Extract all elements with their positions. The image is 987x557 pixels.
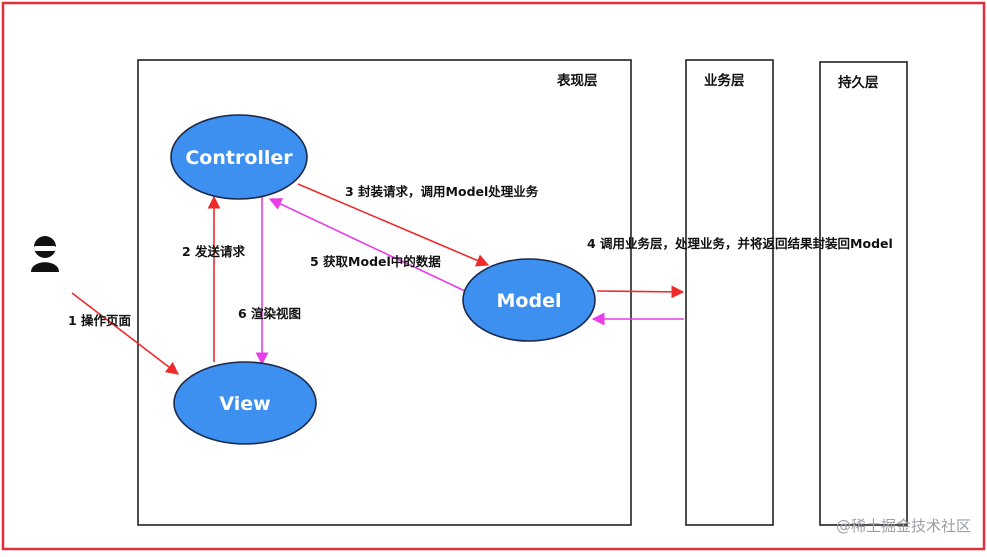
presentation-layer-box xyxy=(137,59,632,526)
arrow-get-model-data xyxy=(268,198,466,292)
watermark: @稀土掘金技术社区 xyxy=(836,517,971,535)
arrow-call-business xyxy=(596,285,685,299)
step-3-label: 3 封装请求，调用Model处理业务 xyxy=(345,184,539,199)
step-6-label: 6 渲染视图 xyxy=(238,306,301,321)
model-label: Model xyxy=(497,290,562,312)
persistence-layer-box xyxy=(819,61,908,526)
step-4-label: 4 调用业务层，处理业务，并将返回结果封装回Model xyxy=(587,236,893,251)
business-layer-title: 业务层 xyxy=(704,72,745,89)
controller-node: Controller xyxy=(170,114,308,200)
arrow-operate-page xyxy=(71,292,180,375)
step-2-label: 2 发送请求 xyxy=(182,244,246,259)
user-icon xyxy=(31,236,59,272)
model-node: Model xyxy=(462,258,596,342)
persistence-layer-title: 持久层 xyxy=(838,74,879,91)
view-label: View xyxy=(219,393,270,415)
step-5-label: 5 获取Model中的数据 xyxy=(310,254,441,269)
arrow-invoke-model xyxy=(297,183,490,267)
step-1-label: 1 操作页面 xyxy=(68,313,132,328)
business-layer-box xyxy=(685,59,774,526)
view-node: View xyxy=(173,361,317,445)
controller-label: Controller xyxy=(185,147,293,169)
presentation-layer-title: 表现层 xyxy=(557,72,598,89)
